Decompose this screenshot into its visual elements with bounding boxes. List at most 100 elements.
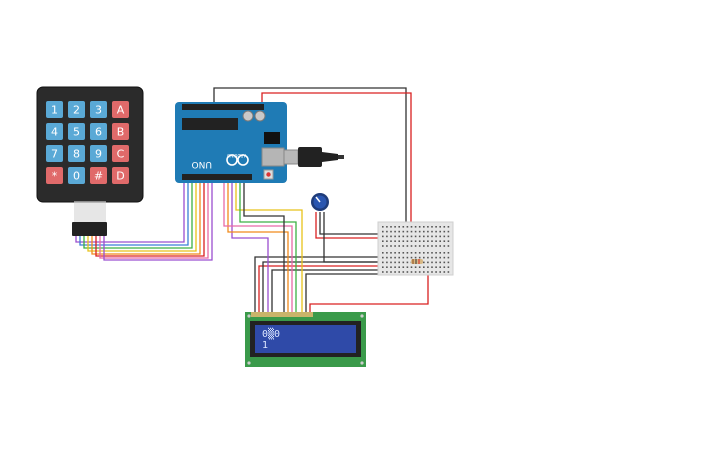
breadboard-hole xyxy=(427,261,429,264)
wire-lcd-backlight-k[interactable] xyxy=(305,273,395,313)
wire-keypad-8[interactable] xyxy=(103,182,213,261)
breadboard-hole xyxy=(447,256,450,259)
breadboard-hole xyxy=(398,271,400,273)
breadboard-hole xyxy=(443,266,446,268)
wire-lcd-vcc[interactable] xyxy=(258,265,400,313)
breadboard-hole xyxy=(443,240,446,242)
breadboard-hole xyxy=(394,256,396,259)
wire-black-top[interactable] xyxy=(213,87,407,250)
keypad-key-13[interactable]: 0 xyxy=(68,167,85,184)
keypad-key-2[interactable]: 3 xyxy=(90,101,107,118)
breadboard-hole xyxy=(447,235,450,238)
keypad-key-9[interactable]: 8 xyxy=(68,145,85,162)
breadboard-hole xyxy=(386,256,388,259)
breadboard-hole xyxy=(382,245,384,247)
breadboard-hole xyxy=(443,256,446,259)
lcd-screen xyxy=(255,325,356,353)
breadboard-hole xyxy=(402,240,405,242)
keypad-key-5[interactable]: 5 xyxy=(68,123,85,140)
keypad-key-15[interactable]: D xyxy=(112,167,129,184)
wire-lcd-rs[interactable] xyxy=(231,180,269,313)
breadboard-hole xyxy=(406,266,409,268)
digital-header xyxy=(182,104,264,110)
keypad-key-1[interactable]: 2 xyxy=(68,101,85,118)
wire-keypad-4[interactable] xyxy=(87,182,197,252)
wire-lcd-d5[interactable] xyxy=(227,180,289,313)
keypad-key-3[interactable]: A xyxy=(112,101,129,118)
breadboard-hole xyxy=(386,266,388,268)
breadboard-hole xyxy=(390,245,392,247)
keypad-key-label: 9 xyxy=(95,148,102,161)
keypad-key-11[interactable]: C xyxy=(112,145,129,162)
breadboard-hole xyxy=(418,256,421,259)
breadboard-hole xyxy=(435,261,437,264)
wire-keypad-2[interactable] xyxy=(79,182,189,246)
wires xyxy=(75,87,429,313)
breadboard-hole xyxy=(431,261,433,264)
breadboard-hole xyxy=(439,271,441,273)
keypad-key-label: 2 xyxy=(73,104,80,117)
breadboard-hole xyxy=(386,245,388,247)
breadboard-hole xyxy=(406,240,409,242)
atmega-chip xyxy=(182,118,238,130)
power-header xyxy=(182,174,252,180)
wire-pot-black[interactable] xyxy=(319,212,406,235)
breadboard-hole xyxy=(398,226,400,228)
wire-red-top[interactable] xyxy=(261,92,412,240)
breadboard-hole xyxy=(447,230,450,233)
breadboard-hole xyxy=(447,266,450,268)
breadboard-hole xyxy=(439,245,441,247)
breadboard-holes xyxy=(382,226,450,273)
capacitor-2 xyxy=(254,110,266,122)
keypad-key-10[interactable]: 9 xyxy=(90,145,107,162)
breadboard-hole xyxy=(423,235,425,238)
wire-lcd-gnd[interactable] xyxy=(254,256,395,313)
breadboard-hole xyxy=(398,266,400,268)
keypad-key-label: 6 xyxy=(95,126,102,139)
wire-keypad-7[interactable] xyxy=(99,182,209,259)
arduino-uno-board[interactable]: UNO ARDUINO xyxy=(175,102,287,183)
breadboard-hole xyxy=(439,256,441,259)
breadboard-hole xyxy=(439,226,441,228)
wire-keypad-6[interactable] xyxy=(95,182,205,257)
breadboard-hole xyxy=(414,266,417,268)
keypad-key-12[interactable]: * xyxy=(46,167,63,184)
lcd-mount-hole xyxy=(247,314,251,318)
breadboard-hole xyxy=(382,226,384,228)
lcd-mount-hole xyxy=(360,314,364,318)
keypad-key-14[interactable]: # xyxy=(90,167,107,184)
wire-keypad-3[interactable] xyxy=(83,182,193,249)
mini-breadboard[interactable] xyxy=(377,221,454,276)
breadboard-hole xyxy=(423,245,425,247)
wire-lcd-v0[interactable] xyxy=(262,261,388,313)
breadboard-hole xyxy=(394,240,396,242)
power-jack xyxy=(264,132,280,144)
breadboard-hole xyxy=(382,230,384,233)
wire-lcd-en[interactable] xyxy=(235,180,303,313)
breadboard-hole xyxy=(423,266,425,268)
wire-keypad-5[interactable] xyxy=(91,182,201,255)
breadboard-hole xyxy=(406,271,409,273)
keypad-key-4[interactable]: 4 xyxy=(46,123,63,140)
keypad-key-7[interactable]: B xyxy=(112,123,129,140)
keypad-key-0[interactable]: 1 xyxy=(46,101,63,118)
wire-lcd-d6[interactable] xyxy=(223,180,293,313)
breadboard-hole xyxy=(447,245,450,247)
potentiometer[interactable] xyxy=(311,193,329,211)
wire-keypad-1[interactable] xyxy=(75,182,185,243)
breadboard-hole xyxy=(394,261,396,264)
lcd-16x2-module[interactable]: 0▒0 1 xyxy=(245,312,366,367)
wire-lcd-d7[interactable] xyxy=(243,180,285,313)
keypad-key-6[interactable]: 6 xyxy=(90,123,107,140)
breadboard-hole xyxy=(398,245,400,247)
wire-lcd-d4[interactable] xyxy=(239,180,297,313)
breadboard-hole xyxy=(439,230,441,233)
breadboard-hole xyxy=(410,271,413,273)
keypad-key-8[interactable]: 7 xyxy=(46,145,63,162)
reset-dot xyxy=(266,172,271,177)
wire-lcd-rw[interactable] xyxy=(271,269,390,313)
breadboard-hole xyxy=(443,245,446,247)
breadboard-hole xyxy=(431,252,433,254)
keypad-key-label: C xyxy=(117,148,125,161)
